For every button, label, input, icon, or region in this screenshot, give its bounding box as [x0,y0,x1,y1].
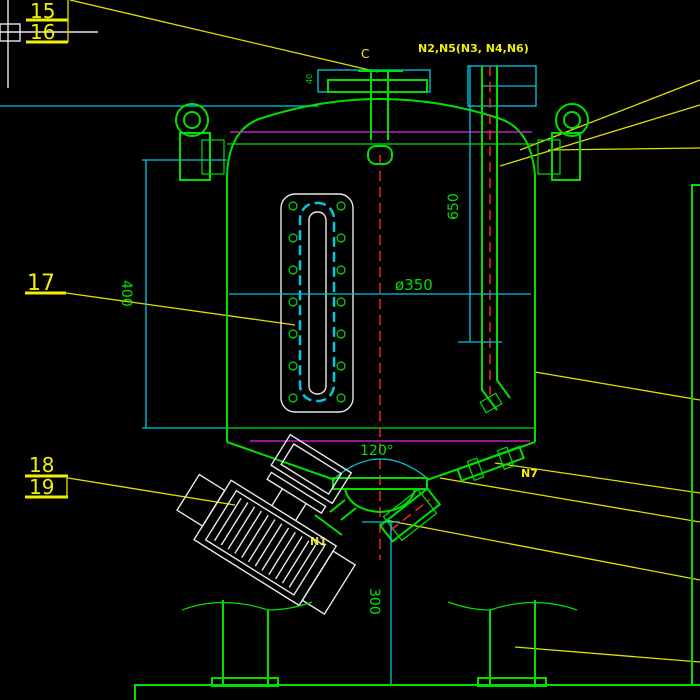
nozzle-n7 [456,445,525,482]
callout-15-16: 15 16 [26,0,69,44]
callout-18-19: 18 19 [25,453,68,499]
callout-17: 17 [25,271,66,296]
dim-40: 40 [305,74,314,84]
crosshair-cursor [0,0,98,88]
cone-angle: 120° [360,443,394,459]
svg-text:19: 19 [29,475,54,499]
bottom-outlet: 120° [332,443,428,514]
nozzle-c-label: C [361,47,369,61]
svg-text:400: 400 [118,280,134,307]
leg-height-dimension: 300 [362,521,400,686]
dim-diameter: ø350 [229,276,531,295]
right-frame [691,184,700,685]
lifting-eye-left [175,103,225,181]
nozzle-n7-label: N7 [521,467,538,480]
vessel-shell [226,98,536,481]
support-leg-left [181,600,313,687]
lifting-eye-right [537,103,589,181]
sight-glass [280,193,354,413]
nozzle-n2-label: N2,N5(N3, N4,N6) [418,42,529,55]
dim-shell-height: 400 [118,159,227,429]
callout-15: 15 [30,0,55,23]
leader-lines [65,0,700,663]
nozzle-c: C 40 [305,47,431,165]
discharge-valve [378,487,442,543]
callout-16: 16 [30,20,55,44]
base-frame [134,684,700,700]
support-leg-right [447,600,578,687]
svg-text:18: 18 [29,453,54,477]
dim-650: 650 [446,193,462,220]
agitator-motor [176,433,357,616]
svg-text:300: 300 [366,588,382,615]
svg-text:ø350: ø350 [395,276,433,294]
dip-pipe: N2,N5(N3, N4,N6) 650 [418,42,537,414]
